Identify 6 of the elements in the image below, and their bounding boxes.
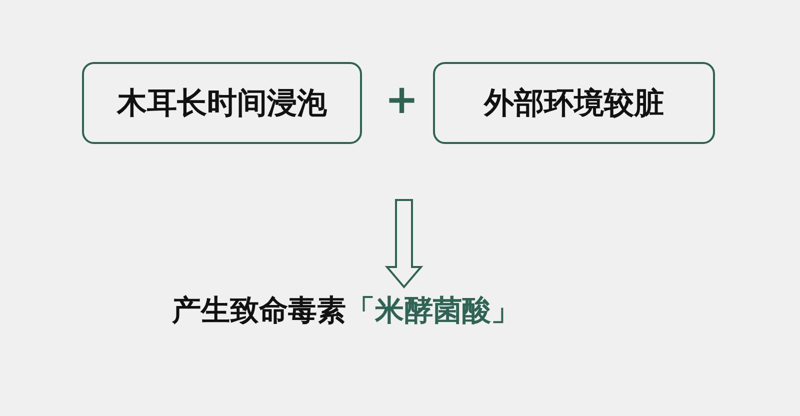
hollow-arrow	[384, 199, 424, 289]
highlighted-text: 「米酵菌酸」	[346, 292, 520, 329]
rounded-box: 外部环境较脏	[433, 62, 715, 144]
plus-sign: +	[385, 78, 419, 122]
result-text: 产生致命毒素	[172, 292, 346, 329]
rounded-box: 木耳长时间浸泡	[82, 62, 362, 144]
